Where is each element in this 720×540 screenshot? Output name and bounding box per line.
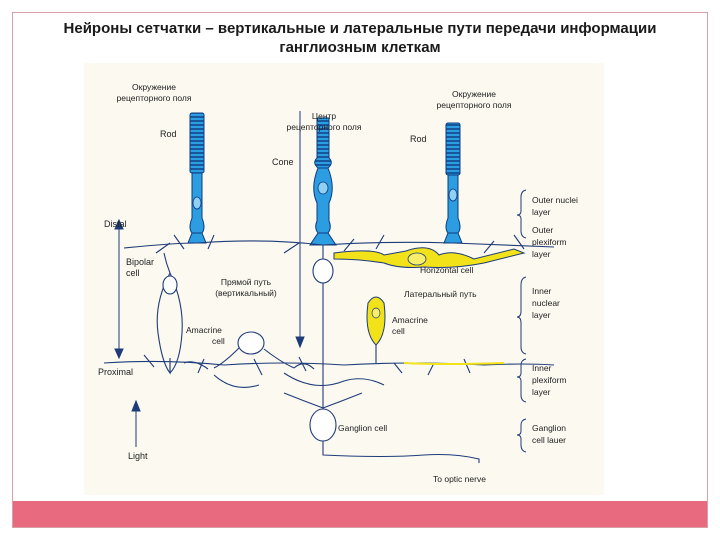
layer-ganglion-1: Ganglion bbox=[532, 423, 566, 433]
slide: Нейроны сетчатки – вертикальные и латера… bbox=[12, 12, 708, 528]
layer-inner-plexiform-1: Inner bbox=[532, 363, 552, 373]
ganglion-cell bbox=[283, 363, 480, 463]
horizontal-cell bbox=[333, 247, 526, 268]
layer-outer-nuclei-1: Outer nuclei bbox=[532, 195, 578, 205]
label-bipolar-1: Bipolar bbox=[126, 257, 154, 267]
label-cone: Cone bbox=[272, 157, 294, 167]
retina-diagram: Окружение рецепторного поля Окружение ре… bbox=[84, 63, 604, 495]
label-amacrine-left-1: Amacrine bbox=[186, 325, 222, 335]
label-bipolar-2: cell bbox=[126, 268, 140, 278]
label-proximal: Proximal bbox=[98, 367, 133, 377]
label-rod-left: Rod bbox=[160, 129, 177, 139]
label-surround-right-2: рецепторного поля bbox=[437, 100, 512, 110]
label-center-2: рецепторного поля bbox=[287, 122, 362, 132]
direction-arrows bbox=[114, 111, 305, 447]
label-light: Light bbox=[128, 451, 148, 461]
layer-inner-nuclear-1: Inner bbox=[532, 286, 552, 296]
layer-outer-plexiform-3: layer bbox=[532, 249, 551, 259]
label-surround-left-1: Окружение bbox=[132, 82, 176, 92]
amacrine-cell-right bbox=[366, 296, 386, 363]
title-line-2: ганглиозным клеткам bbox=[279, 39, 441, 56]
slide-title: Нейроны сетчатки – вертикальные и латера… bbox=[13, 19, 707, 57]
title-line-1: Нейроны сетчатки – вертикальные и латера… bbox=[63, 20, 657, 37]
label-amacrine-right-1: Amacrine bbox=[392, 315, 428, 325]
label-horizontal: Horizontal cell bbox=[420, 265, 473, 275]
label-rod-right: Rod bbox=[410, 134, 427, 144]
label-center-1: Центр bbox=[312, 111, 337, 121]
inner-plexiform-processes bbox=[103, 354, 555, 388]
label-distal: Distal bbox=[104, 219, 127, 229]
footer-accent-bar bbox=[13, 501, 707, 527]
layer-inner-nuclear: Inner nuclear layer bbox=[532, 286, 560, 320]
layer-outer-plexiform: Outer plexiform layer bbox=[532, 225, 566, 259]
cone-center bbox=[309, 117, 337, 246]
amacrine-process-yellow bbox=[403, 362, 505, 365]
label-optic-nerve: To optic nerve bbox=[433, 474, 486, 484]
label-direct-2: (вертикальный) bbox=[215, 288, 277, 298]
layer-outer-plexiform-2: plexiform bbox=[532, 237, 566, 247]
layer-inner-nuclear-3: layer bbox=[532, 310, 551, 320]
layer-outer-nuclei-2: layer bbox=[532, 207, 551, 217]
layer-inner-nuclear-2: nuclear bbox=[532, 298, 560, 308]
label-amacrine-right-2: cell bbox=[392, 326, 405, 336]
bipolar-cell-left bbox=[156, 252, 183, 375]
bipolar-cell-center bbox=[312, 245, 334, 363]
layer-brackets bbox=[516, 189, 527, 453]
rod-right bbox=[443, 122, 463, 244]
label-lateral: Латеральный путь bbox=[404, 289, 477, 299]
retina-diagram-svg: Окружение рецепторного поля Окружение ре… bbox=[98, 82, 578, 484]
layer-outer-plexiform-1: Outer bbox=[532, 225, 553, 235]
layer-outer-nuclei: Outer nuclei layer bbox=[532, 195, 578, 217]
layer-inner-plexiform-3: layer bbox=[532, 387, 551, 397]
layer-ganglion: Ganglion cell lauer bbox=[532, 423, 566, 445]
outer-plexiform-processes bbox=[123, 234, 555, 254]
label-ganglion: Ganglion cell bbox=[338, 423, 387, 433]
label-amacrine-left-2: cell bbox=[212, 336, 225, 346]
layer-inner-plexiform-2: plexiform bbox=[532, 375, 566, 385]
label-direct-1: Прямой путь bbox=[221, 277, 272, 287]
label-surround-left-2: рецепторного поля bbox=[117, 93, 192, 103]
rod-left bbox=[187, 112, 207, 244]
layer-ganglion-2: cell lauer bbox=[532, 435, 566, 445]
layer-inner-plexiform: Inner plexiform layer bbox=[532, 363, 566, 397]
label-surround-right-1: Окружение bbox=[452, 89, 496, 99]
